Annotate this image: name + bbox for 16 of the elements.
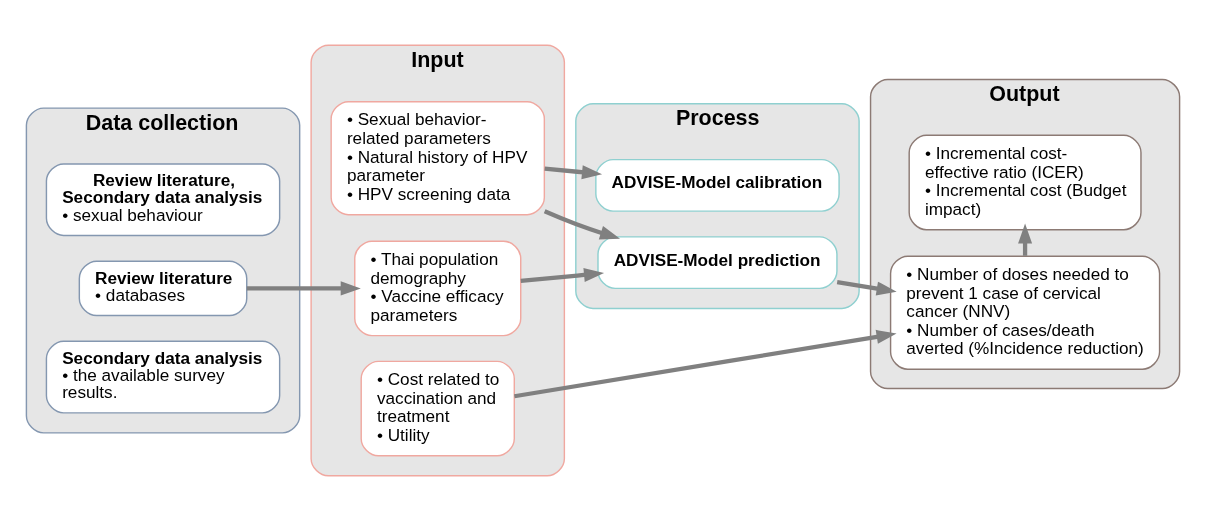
node-box: • Sexual behavior-related parameters • Natural history of HPV parameter • HPV screening data bbox=[330, 100, 546, 215]
arrow bbox=[514, 329, 897, 398]
node-box: • Number of doses needed to prevent 1 case of cervical cancer (NNV) • Number of cases/death averted (%Incidence reduction) bbox=[889, 255, 1161, 370]
node-box: • Incremental cost-effective ratio (ICER) • Incremental cost (Budget impact) bbox=[908, 134, 1142, 230]
node-box: • Thai population demography • Vaccine efficacy parameters bbox=[354, 239, 522, 336]
arrow bbox=[246, 280, 361, 295]
arrow bbox=[544, 164, 603, 179]
node-box: ADVISE-Model prediction bbox=[597, 235, 838, 289]
node-box: Review literature • databases bbox=[78, 260, 248, 316]
node-box: Secondary data analysis • the available survey results. bbox=[45, 340, 281, 414]
node-box: Review literature, Secondary data analysis • sexual behaviour bbox=[45, 162, 281, 236]
arrow bbox=[836, 279, 897, 296]
arrow bbox=[543, 208, 621, 239]
node-box: • Cost related to vaccination and treatment • Utility bbox=[360, 360, 515, 456]
arrow bbox=[520, 267, 605, 283]
node-box: ADVISE-Model calibration bbox=[595, 158, 840, 212]
